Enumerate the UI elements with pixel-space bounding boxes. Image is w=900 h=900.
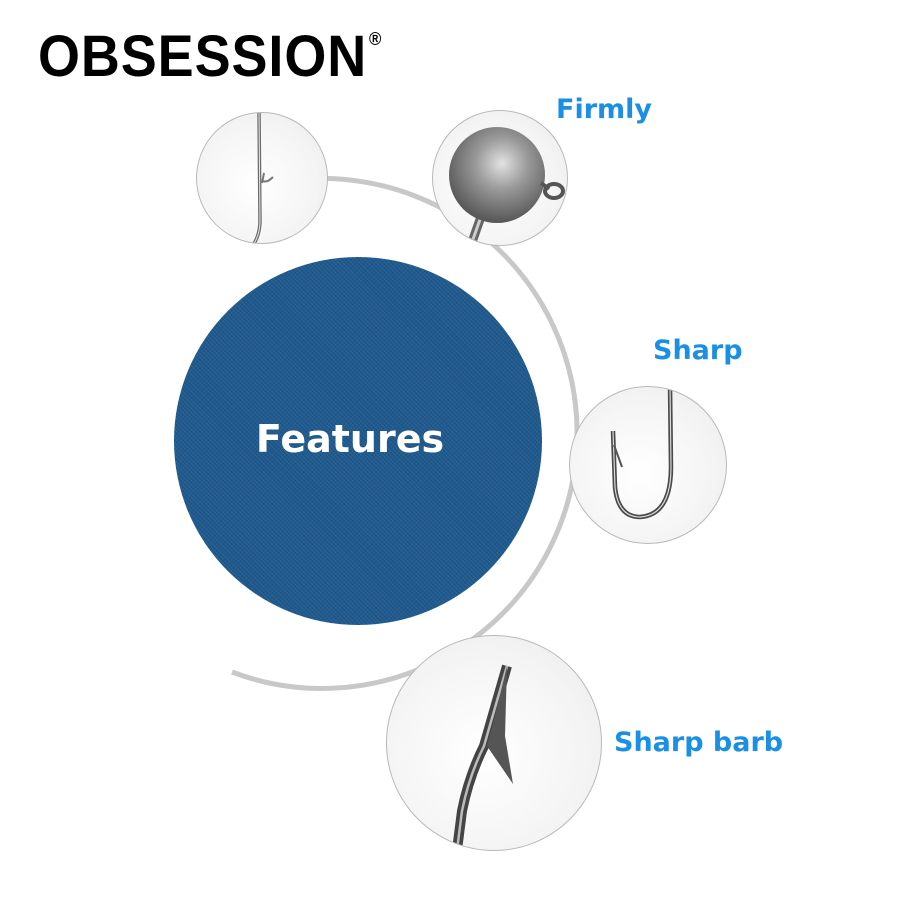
detail-hook-shank: [196, 112, 328, 244]
label-firmly: Firmly: [556, 94, 653, 125]
brand-name: OBSESSION: [38, 24, 368, 89]
registered-mark: ®: [368, 29, 383, 49]
detail-hook-bend: [569, 386, 727, 544]
features-title: Features: [255, 417, 445, 461]
hook-shank-icon: [252, 113, 274, 243]
features-circle: Features: [174, 257, 542, 625]
detail-jig-head: [432, 110, 568, 246]
jig-head-ball-icon: [449, 127, 565, 245]
brand-logo: OBSESSION®: [38, 28, 382, 86]
detail-hook-barb: [386, 635, 602, 851]
label-sharp-barb: Sharp barb: [614, 727, 784, 758]
hook-bend-icon: [610, 387, 674, 520]
label-sharp: Sharp: [653, 335, 743, 366]
hook-barb-icon: [452, 664, 513, 850]
